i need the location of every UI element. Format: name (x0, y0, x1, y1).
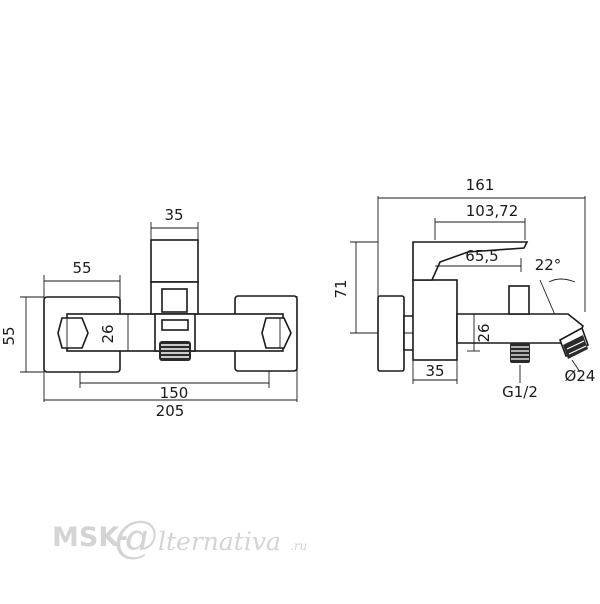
front-view: 35 55 55 26 150 205 (0, 206, 298, 420)
handle-lever (412, 241, 529, 281)
dim-thread-label: G1/2 (502, 383, 538, 401)
shower-outlet-thread (510, 343, 530, 363)
side-view: 161 103,72 65,5 71 22° 26 35 G1/2 Ø24 (332, 176, 595, 401)
dim-left-width-label: 55 (72, 259, 91, 277)
mixer-body-side (412, 279, 458, 361)
dim-wall-label: 35 (425, 362, 444, 380)
dim-height-label: 55 (0, 326, 18, 345)
dim-body-label: 26 (99, 324, 117, 343)
watermark-suffix: .ru (290, 539, 307, 553)
handle-knob (161, 288, 188, 313)
watermark: MSK- @ lternativa .ru (52, 512, 307, 563)
cartridge-cap (161, 319, 189, 331)
dim-body-side-label: 26 (475, 323, 493, 342)
dim-height-side-label: 71 (332, 279, 350, 298)
dim-angle-label: 22° (535, 256, 562, 274)
dim-handle-label: 103,72 (466, 202, 519, 220)
diverter-knob (508, 285, 530, 315)
watermark-prefix: MSK- (52, 522, 128, 553)
dim-total-depth-label: 161 (466, 176, 495, 194)
dim-top-label: 35 (164, 206, 183, 224)
left-connector (57, 317, 89, 349)
watermark-word: lternativa (158, 527, 281, 556)
dim-spout-label: 65,5 (465, 247, 498, 265)
outlet-thread (159, 341, 191, 361)
wall-plate (377, 295, 405, 372)
nozzle-aerator (563, 335, 588, 359)
dim-total-label: 205 (156, 402, 185, 420)
handle-top (150, 239, 199, 283)
dim-diameter-label: Ø24 (565, 367, 596, 385)
right-connector (261, 317, 292, 349)
dim-centers-label: 150 (160, 384, 189, 402)
watermark-at-sign: @ (114, 512, 158, 563)
